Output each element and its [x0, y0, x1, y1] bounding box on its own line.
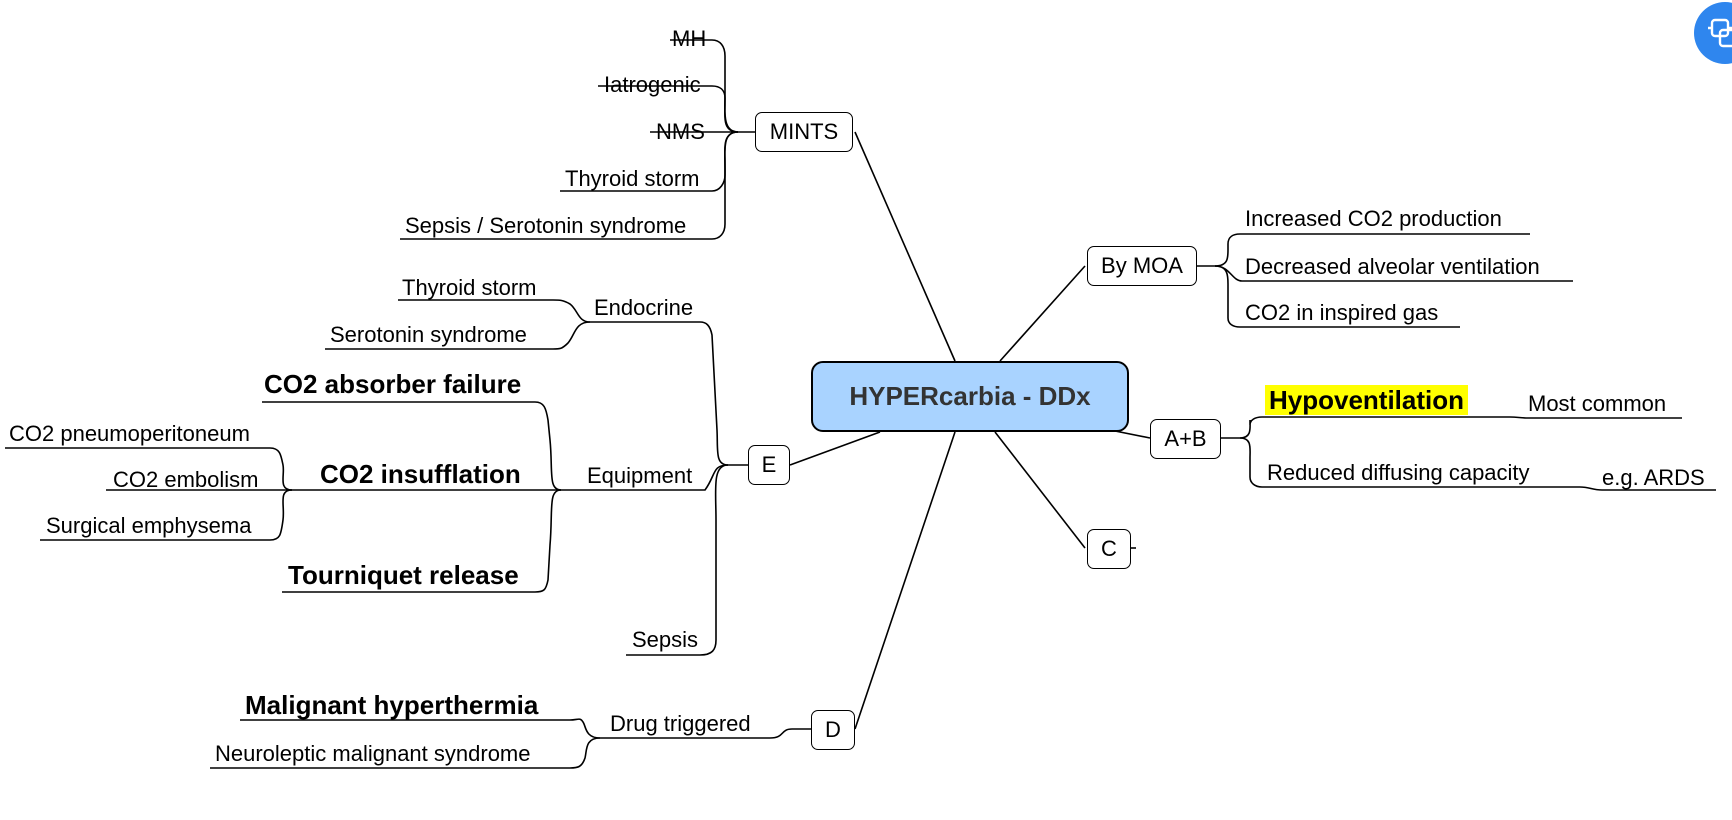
ab-reduced-diffusing-capacity[interactable]: Reduced diffusing capacity [1267, 460, 1530, 485]
central-topic[interactable]: HYPERcarbia - DDx [811, 361, 1129, 432]
endocrine-thyroid-storm[interactable]: Thyroid storm [402, 275, 537, 300]
e-equipment[interactable]: Equipment [587, 463, 693, 488]
node-by-moa[interactable]: By MOA [1087, 246, 1197, 286]
ab-hypoventilation[interactable]: Hypoventilation [1265, 385, 1469, 415]
mints-item-sepsis-serotonin[interactable]: Sepsis / Serotonin syndrome [405, 213, 687, 238]
equipment-co2-absorber-failure[interactable]: CO2 absorber failure [264, 369, 522, 399]
moa-item-inspired-gas[interactable]: CO2 in inspired gas [1245, 300, 1439, 325]
d-drug-triggered[interactable]: Drug triggered [610, 711, 751, 736]
node-a-b[interactable]: A+B [1150, 419, 1221, 459]
ab-diffusing-note[interactable]: e.g. ARDS [1602, 465, 1705, 490]
highlight-hypoventilation: Hypoventilation [1265, 385, 1469, 415]
mints-item-nms[interactable]: NMS [656, 119, 705, 144]
d-malignant-hyperthermia[interactable]: Malignant hyperthermia [245, 690, 539, 720]
node-e[interactable]: E [748, 445, 790, 485]
d-neuroleptic-malignant-syndrome[interactable]: Neuroleptic malignant syndrome [215, 741, 531, 766]
e-endocrine[interactable]: Endocrine [594, 295, 694, 320]
ab-hypoventilation-note[interactable]: Most common [1528, 391, 1667, 416]
plugin-glyph-icon [1708, 18, 1732, 48]
insufflation-surgical-emphysema[interactable]: Surgical emphysema [46, 513, 252, 538]
equipment-tourniquet-release[interactable]: Tourniquet release [288, 560, 519, 590]
endocrine-serotonin-syndrome[interactable]: Serotonin syndrome [330, 322, 527, 347]
mints-item-thyroid-storm[interactable]: Thyroid storm [565, 166, 700, 191]
equipment-co2-insufflation[interactable]: CO2 insufflation [320, 459, 521, 489]
insufflation-co2-embolism[interactable]: CO2 embolism [113, 467, 259, 492]
moa-item-decreased-ventilation[interactable]: Decreased alveolar ventilation [1245, 254, 1540, 279]
e-sepsis[interactable]: Sepsis [632, 627, 699, 652]
mints-item-iatrogenic[interactable]: Iatrogenic [604, 72, 701, 97]
node-c[interactable]: C [1087, 529, 1131, 569]
node-mints[interactable]: MINTS [755, 112, 853, 152]
moa-item-increased-production[interactable]: Increased CO2 production [1245, 206, 1502, 231]
mints-item-mh[interactable]: MH [672, 26, 707, 51]
node-d[interactable]: D [811, 710, 855, 750]
insufflation-co2-pneumoperitoneum[interactable]: CO2 pneumoperitoneum [9, 421, 250, 446]
